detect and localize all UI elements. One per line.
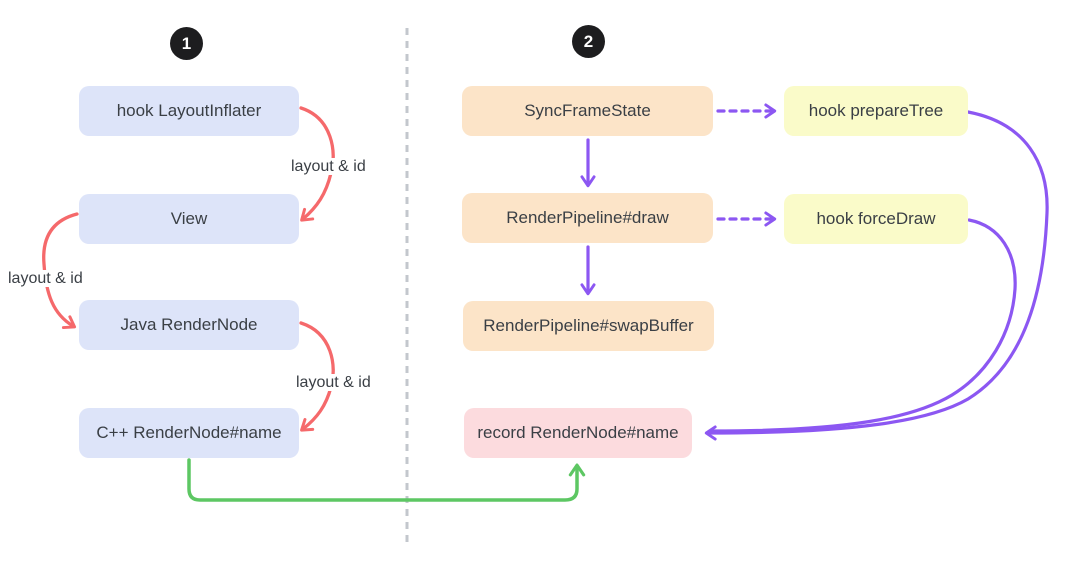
edge-label-layout-id-1: layout & id	[288, 158, 369, 175]
node-hook-layoutinflater: hook LayoutInflater	[79, 86, 299, 136]
section-1-badge: 1	[170, 27, 203, 60]
node-syncframestate: SyncFrameState	[462, 86, 713, 136]
node-view: View	[79, 194, 299, 244]
section-2-badge: 2	[572, 25, 605, 58]
node-record-rendernode-name: record RenderNode#name	[464, 408, 692, 458]
node-cpp-rendernode-name: C++ RenderNode#name	[79, 408, 299, 458]
node-hook-preparetree: hook prepareTree	[784, 86, 968, 136]
node-renderpipeline-swapbuffer: RenderPipeline#swapBuffer	[463, 301, 714, 351]
node-java-rendernode: Java RenderNode	[79, 300, 299, 350]
node-hook-forcedraw: hook forceDraw	[784, 194, 968, 244]
arrow-forcedraw-to-record	[710, 218, 1017, 433]
arrow-preparetree-to-record	[704, 110, 1049, 441]
arrow-cpp-to-record	[187, 458, 586, 502]
edge-label-layout-id-3: layout & id	[293, 374, 374, 391]
edge-label-layout-id-2: layout & id	[5, 270, 86, 287]
node-renderpipeline-draw: RenderPipeline#draw	[462, 193, 713, 243]
